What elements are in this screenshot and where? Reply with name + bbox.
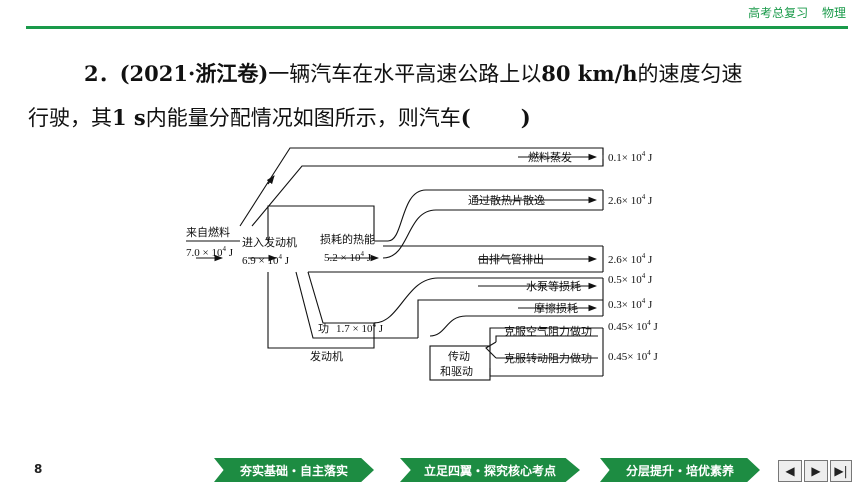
transmission-label-1: 传动 <box>448 350 470 363</box>
engine-label: 发动机 <box>310 349 343 363</box>
flow-arrow-up <box>266 175 275 185</box>
source-label: 来自燃料 <box>186 225 230 239</box>
output-label-air: 克服空气阻力做功 <box>504 324 592 338</box>
question-number: 2． <box>84 61 120 86</box>
into-engine-label: 进入发动机 <box>242 235 297 249</box>
question-source: (2021·浙江卷) <box>119 61 269 86</box>
nav-button-foundation[interactable]: 夯实基础・自主落实 <box>214 458 374 482</box>
question-line1: 一辆汽车在水平高速公路上以 <box>268 62 542 86</box>
output-value-radiator: 2.6× 104 J <box>608 193 653 207</box>
heat-loss-label: 损耗的热能 <box>320 232 375 246</box>
course-title: 高考总复习 <box>748 6 809 20</box>
heat-loss-value: 5.2 × 104 J <box>324 250 372 264</box>
question-line2b: 内能量分配情况如图所示，则汽车 <box>145 106 461 130</box>
header: 高考总复习 物理 <box>738 4 846 21</box>
output-label-radiator: 通过散热片散逸 <box>468 193 545 207</box>
flow-split-wedge <box>485 341 497 359</box>
work-label: 功 <box>318 322 329 335</box>
answer-paren-close: ) <box>520 105 531 130</box>
source-value: 7.0 × 104 J <box>186 245 234 259</box>
flow-line-work <box>307 271 374 324</box>
flow-line-friction <box>417 299 603 338</box>
flow-line-work-outer <box>295 271 418 339</box>
header-divider <box>26 26 848 29</box>
nav-button-core[interactable]: 立足四翼・探究核心考点 <box>400 458 580 482</box>
nav-button-advance[interactable]: 分层提升・培优素养 <box>600 458 760 482</box>
flow-line-radiator <box>382 209 603 259</box>
output-label-friction: 摩擦损耗 <box>534 301 578 315</box>
output-value-pump: 0.5× 104 J <box>608 272 653 286</box>
flow-line-air <box>495 335 598 342</box>
next-page-icon[interactable]: ▶ <box>804 460 828 482</box>
transmission-box <box>429 345 491 381</box>
energy-flow-diagram: 来自燃料 7.0 × 104 J 进入发动机 6.9 × 104 J 损耗的热能… <box>186 147 658 381</box>
into-engine-value: 6.9 × 104 J <box>242 253 290 267</box>
transmission-label-2: 和驱动 <box>440 365 473 378</box>
output-label-pump: 水泵等损耗 <box>526 279 581 293</box>
question-speed: 80 km/h <box>541 61 638 86</box>
question-line1b: 的速度匀速 <box>637 62 743 86</box>
flow-line-pump <box>373 277 603 324</box>
output-value-evaporation: 0.1× 104 J <box>608 150 653 164</box>
bottom-nav-bar: 夯实基础・自主落实 立足四翼・探究核心考点 分层提升・培优素养 ◀ ▶ ▶| <box>0 456 860 484</box>
answer-paren-open: ( <box>460 105 471 130</box>
question-text: 2．(2021·浙江卷)一辆汽车在水平高速公路上以80 km/h的速度匀速 行驶… <box>28 52 838 140</box>
flow-line-roll-bottom <box>489 368 603 377</box>
page-number: 8 <box>34 462 43 476</box>
flow-line-air-top <box>489 327 603 350</box>
subject-title: 物理 <box>821 6 846 20</box>
engine-box-bottom <box>267 272 375 349</box>
question-line2a: 行驶，其 <box>28 106 112 130</box>
output-label-evaporation: 燃料蒸发 <box>528 150 572 164</box>
question-time: 1 s <box>112 105 146 130</box>
output-label-roll: 克服转动阻力做功 <box>504 351 592 365</box>
last-page-icon[interactable]: ▶| <box>830 460 852 482</box>
output-label-exhaust: 由排气管排出 <box>478 252 544 266</box>
output-value-friction: 0.3× 104 J <box>608 297 653 311</box>
prev-page-icon[interactable]: ◀ <box>778 460 802 482</box>
engine-box-top <box>267 205 375 241</box>
work-value: 1.7 × 104 J <box>336 321 384 335</box>
output-value-roll: 0.45× 104 J <box>608 349 658 363</box>
output-value-exhaust: 2.6× 104 J <box>608 252 653 266</box>
output-value-air: 0.45× 104 J <box>608 319 658 333</box>
flow-line-evap-bottom <box>251 159 604 227</box>
flow-line-friction-low <box>429 315 603 337</box>
flow-line-heat-top <box>374 189 603 242</box>
